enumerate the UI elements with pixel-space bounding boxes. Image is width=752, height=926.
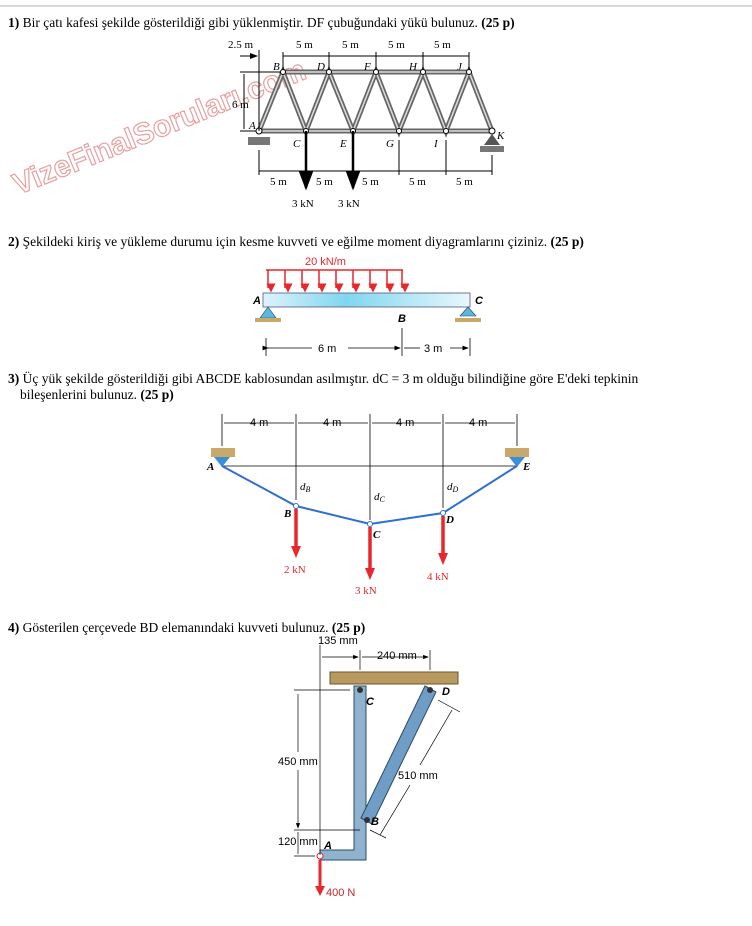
- point-label: C: [373, 529, 381, 541]
- dB-label: dB: [300, 481, 311, 494]
- cable-figure: 4 m 4 m 4 m 4 m 2 kN 3 kN 4 kN A E B C D…: [206, 414, 530, 597]
- dim-label: 4 m: [469, 417, 487, 429]
- point-label: D: [445, 514, 454, 526]
- load-label: 3 kN: [355, 585, 377, 597]
- dim-label: 5 m: [388, 39, 405, 51]
- dim-label: 450 mm: [278, 756, 318, 768]
- question-4: 4) Gösterilen çerçevede BD elemanındaki …: [8, 620, 366, 635]
- dim-label: 5 m: [316, 176, 333, 188]
- node-label: H: [408, 61, 418, 73]
- question-2: 2) Şekildeki kiriş ve yükleme durumu içi…: [8, 234, 584, 249]
- force-label: 400 N: [326, 887, 355, 899]
- distributed-load-arrows: [266, 269, 410, 293]
- dim-label: 4 m: [250, 417, 268, 429]
- dim-label: 5 m: [434, 39, 451, 51]
- node-label: A: [248, 120, 256, 132]
- truss-figure: 2.5 m 5 m 5 m 5 m 5 m 6 m 5 m 5 m 5 m 5 …: [228, 39, 505, 210]
- dim-label: 6 m: [232, 99, 249, 111]
- point-label: B: [283, 508, 291, 520]
- point-label: A: [323, 840, 332, 852]
- point-label: C: [475, 295, 484, 307]
- load-arrows: [294, 509, 445, 570]
- dim-label: 4 m: [323, 417, 341, 429]
- load-label: 2 kN: [284, 564, 306, 576]
- roller-support-k: [484, 134, 500, 145]
- dim-label: 5 m: [456, 176, 473, 188]
- question-1: 1) Bir çatı kafesi şekilde gösterildiği …: [8, 15, 515, 30]
- cable: [221, 465, 518, 526]
- dim-label: 5 m: [362, 176, 379, 188]
- dim-label: 2.5 m: [228, 39, 254, 51]
- pin-support-a: [259, 306, 277, 319]
- node-label: K: [496, 130, 505, 142]
- dim-label: 3 m: [424, 343, 442, 355]
- dim-label: 5 m: [409, 176, 426, 188]
- watermark: VizeFinalSoruları.com: [8, 54, 310, 202]
- distributed-load-label: 20 kN/m: [305, 256, 346, 268]
- point-label: B: [398, 313, 406, 325]
- dC-label: dC: [374, 491, 386, 504]
- ceiling: [329, 671, 459, 685]
- pin-support-a: [248, 137, 270, 145]
- dim-label: 120 mm: [278, 836, 318, 848]
- node-label: G: [386, 138, 394, 150]
- beam-figure: 20 kN/m A C B 6 m 3 m: [252, 256, 484, 356]
- point-label: E: [522, 461, 530, 473]
- node-label: I: [433, 138, 439, 150]
- dim-label: 135 mm: [318, 635, 358, 647]
- load-label: 3 kN: [292, 198, 314, 210]
- node-label: C: [293, 138, 301, 150]
- question-3: 3) Üç yük şekilde gösterildiği gibi ABCD…: [8, 371, 639, 402]
- dim-label: 5 m: [296, 39, 313, 51]
- dim-label: 6 m: [318, 343, 336, 355]
- node-label: D: [316, 61, 325, 73]
- point-label: B: [371, 816, 379, 828]
- node-label: J: [457, 61, 463, 73]
- support-e: [505, 448, 529, 457]
- point-label: A: [206, 461, 214, 473]
- point-label: A: [252, 295, 261, 307]
- dim-label: 510 mm: [398, 770, 438, 782]
- force-arrow: [315, 886, 325, 896]
- node-label: E: [339, 138, 347, 150]
- node-label: B: [273, 61, 280, 73]
- support-a: [211, 448, 235, 457]
- member-ACB: [319, 685, 367, 861]
- dim-label: 4 m: [396, 417, 414, 429]
- top-divider: [0, 5, 752, 7]
- dD-label: dD: [447, 481, 459, 494]
- roller-support-c: [459, 306, 477, 317]
- load-label: 4 kN: [427, 571, 449, 583]
- dim-label: 5 m: [270, 176, 287, 188]
- point-label: D: [442, 686, 450, 698]
- point-label: C: [366, 696, 375, 708]
- node-label: F: [363, 61, 371, 73]
- dim-label: 240 mm: [377, 650, 417, 662]
- dim-label: 5 m: [342, 39, 359, 51]
- beam: [262, 292, 471, 308]
- frame-figure: 135 mm 240 mm 450 mm 510 mm 120 mm 400 N…: [278, 635, 461, 899]
- load-label: 3 kN: [338, 198, 360, 210]
